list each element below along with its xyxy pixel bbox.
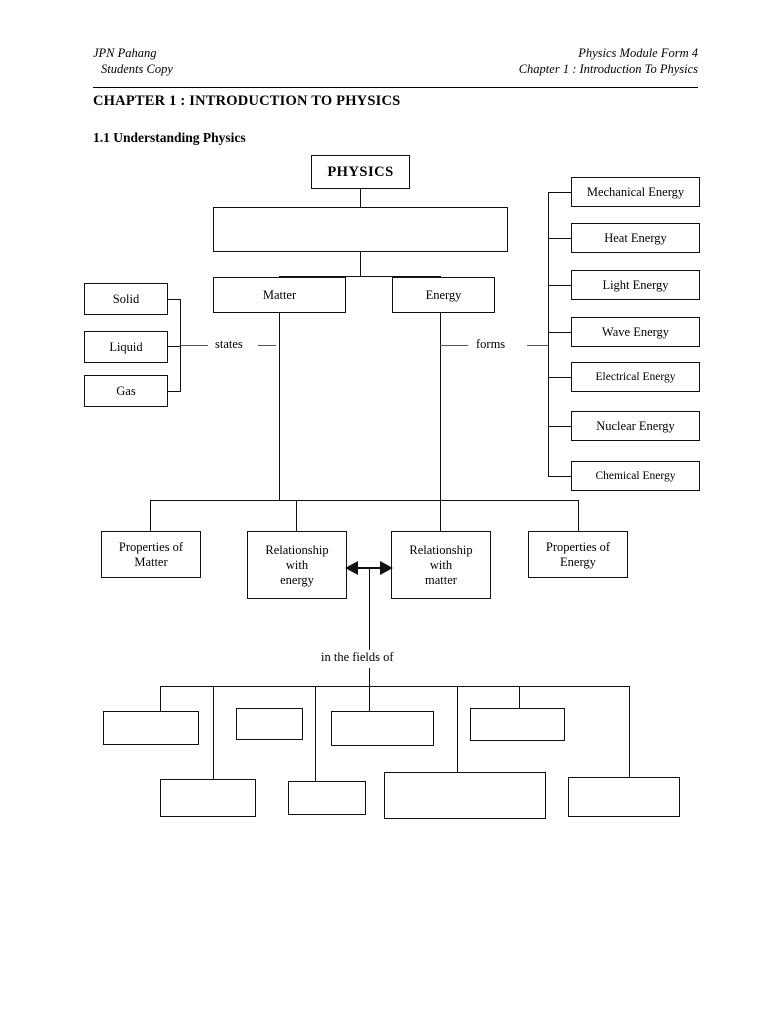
field-blank-box-upper-4[interactable]	[470, 708, 565, 741]
node-relationship-with-matter: Relationship with matter	[391, 531, 491, 599]
connector-form-electrical	[548, 377, 572, 378]
connector-fields-to-bus	[369, 668, 370, 687]
connector-fields-lower-4	[629, 686, 630, 777]
connector-form-chemical	[548, 476, 572, 477]
node-physics: PHYSICS	[311, 155, 410, 189]
node-properties-of-energy: Properties of Energy	[528, 531, 628, 578]
stub-states-left	[180, 345, 208, 346]
node-solid: Solid	[84, 283, 168, 315]
connector-energy-trunk	[440, 313, 441, 500]
connector-bus-properties-energy	[578, 500, 579, 531]
connector-fields-upper-4	[519, 686, 520, 708]
node-nuclear-energy: Nuclear Energy	[571, 411, 700, 441]
node-relationship-with-energy: Relationship with energy	[247, 531, 347, 599]
field-blank-box-upper-3[interactable]	[331, 711, 434, 746]
field-blank-box-upper-1[interactable]	[103, 711, 199, 745]
bus-matter-energy	[279, 276, 441, 277]
connector-form-wave	[548, 332, 572, 333]
bus-relations	[150, 500, 579, 501]
connector-states-solid	[167, 299, 181, 300]
connector-fields-lower-1	[213, 686, 214, 779]
connector-fields-upper-1	[160, 686, 161, 711]
node-heat-energy: Heat Energy	[571, 223, 700, 253]
header-left: JPN Pahang Students Copy	[93, 45, 173, 77]
field-blank-box-lower-1[interactable]	[160, 779, 256, 817]
connector-fields-lower-2	[315, 686, 316, 781]
connector-states-gas	[167, 391, 181, 392]
connector-bus-relationship-energy	[296, 500, 297, 531]
node-gas: Gas	[84, 375, 168, 407]
label-states: states	[212, 337, 246, 352]
stub-forms-right	[527, 345, 549, 346]
connector-states-liquid	[167, 346, 181, 347]
definition-blank-box[interactable]	[213, 207, 508, 252]
connector-form-nuclear	[548, 426, 572, 427]
label-forms: forms	[473, 337, 509, 352]
connector-fields-upper-3	[369, 686, 370, 711]
node-matter: Matter	[213, 277, 346, 313]
connector-arrow-to-fields	[369, 568, 370, 650]
bracket-states	[180, 299, 181, 391]
chapter-heading: CHAPTER 1 : INTRODUCTION TO PHYSICS	[93, 93, 401, 109]
connector-bus-relationship-matter	[440, 500, 441, 531]
connector-fields-lower-3	[457, 686, 458, 772]
connector-form-light	[548, 285, 572, 286]
section-heading: 1.1 Understanding Physics	[93, 130, 246, 145]
node-properties-of-matter: Properties of Matter	[101, 531, 201, 578]
connector-definition-down	[360, 252, 361, 276]
field-blank-box-upper-2[interactable]	[236, 708, 303, 740]
bracket-forms	[548, 192, 549, 476]
node-wave-energy: Wave Energy	[571, 317, 700, 347]
stub-forms-left	[440, 345, 468, 346]
header-module: Physics Module Form 4	[578, 46, 698, 60]
connector-matter-trunk	[279, 313, 280, 500]
connector-form-heat	[548, 238, 572, 239]
field-blank-box-lower-4[interactable]	[568, 777, 680, 817]
connector-form-mechanical	[548, 192, 572, 193]
connector-bus-properties-matter	[150, 500, 151, 531]
node-light-energy: Light Energy	[571, 270, 700, 300]
node-energy: Energy	[392, 277, 495, 313]
header-org: JPN Pahang	[93, 46, 157, 60]
label-in-the-fields-of: in the fields of	[318, 650, 397, 665]
header-chapter: Chapter 1 : Introduction To Physics	[518, 62, 698, 76]
header-copy-type: Students Copy	[101, 62, 173, 76]
header-divider	[93, 87, 698, 88]
header-right: Physics Module Form 4 Chapter 1 : Introd…	[519, 45, 698, 77]
node-electrical-energy: Electrical Energy	[571, 362, 700, 392]
connector-physics-to-definition	[360, 189, 361, 207]
node-mechanical-energy: Mechanical Energy	[571, 177, 700, 207]
stub-states-right	[258, 345, 276, 346]
bus-fields	[160, 686, 629, 687]
node-chemical-energy: Chemical Energy	[571, 461, 700, 491]
field-blank-box-lower-2[interactable]	[288, 781, 366, 815]
node-liquid: Liquid	[84, 331, 168, 363]
field-blank-box-lower-3[interactable]	[384, 772, 546, 819]
